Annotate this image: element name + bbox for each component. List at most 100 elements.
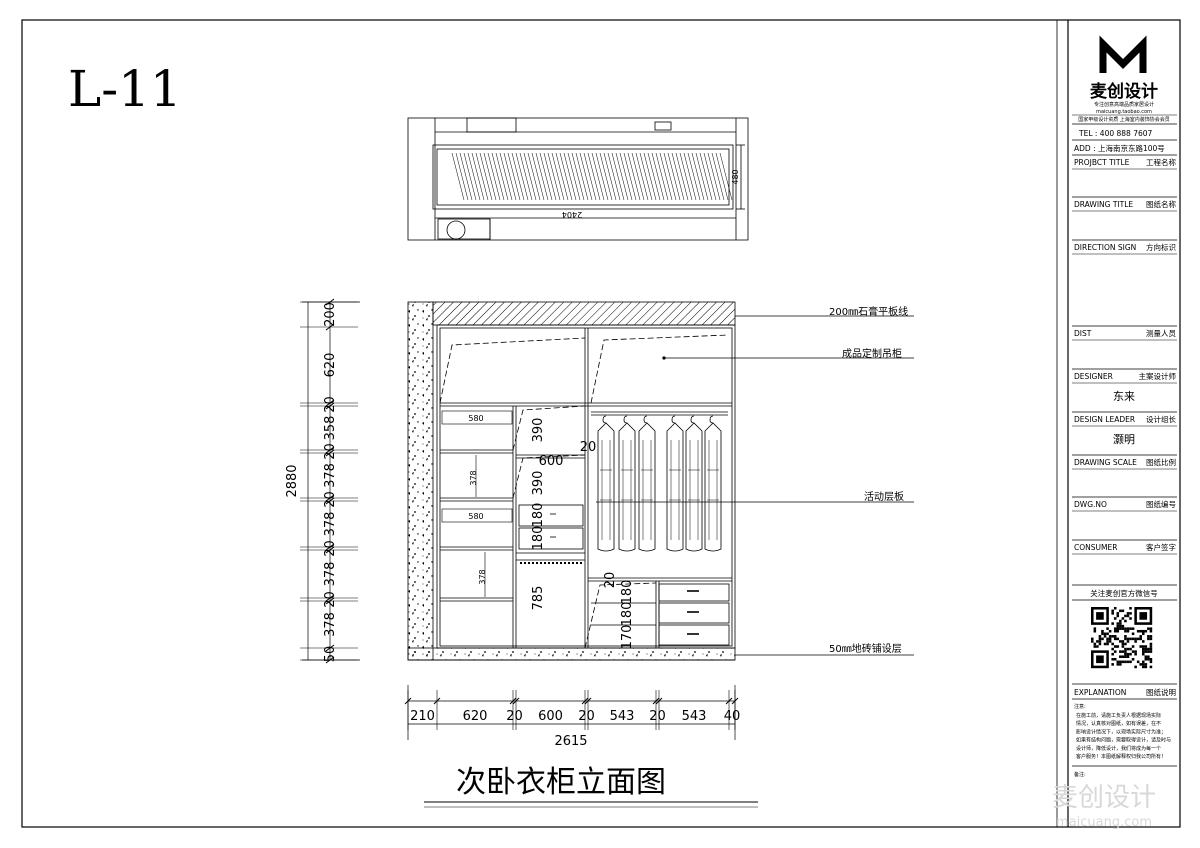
hanging-garment	[618, 415, 636, 552]
dim-378a: 378	[469, 470, 478, 485]
horizontal-total: 2615	[554, 734, 587, 749]
plan-hangers	[451, 152, 733, 201]
dim-390a: 390	[531, 418, 546, 443]
notes-head: 注意:	[1074, 703, 1086, 710]
title-block: 麦创设计 专注创意高端品质家居设计 maicuang.taobao.com 国家…	[1072, 35, 1177, 156]
watermark-cn: 麦创设计	[1052, 783, 1156, 813]
drawing-title: 次卧衣柜立面图	[456, 765, 666, 800]
explanation-cn: 图纸说明	[1146, 687, 1176, 697]
elevation-view	[407, 301, 736, 661]
horizontal-dim-3: 600	[538, 709, 563, 724]
note-line-2: 影响设计情况下，以现场实际尺寸为准；	[1076, 728, 1166, 735]
plan-depth-label: 480	[731, 169, 740, 184]
tb-label-en-0: PROJBCT TITLE	[1074, 158, 1130, 167]
vertical-dim-12: 50	[323, 646, 338, 663]
tb-label-en-6: DRAWING SCALE	[1074, 458, 1137, 467]
tb-label-cn-0: 工程名称	[1146, 157, 1176, 167]
dim-170: 170	[620, 625, 635, 650]
horizontal-dim-5: 543	[610, 709, 635, 724]
vertical-dim-1: 620	[323, 353, 338, 378]
note-line-0: 在施工前，请施工负责人根据现场实际	[1076, 712, 1161, 719]
vertical-dim-10: 20	[323, 591, 338, 608]
note-floor: 50㎜地砖铺设层	[829, 642, 902, 655]
vertical-dim-7: 378	[323, 512, 338, 537]
vertical-dim-2: 20	[323, 396, 338, 413]
horizontal-dim-8: 40	[724, 709, 741, 724]
plan-view	[407, 117, 749, 241]
tb-label-cn-3: 测量人员	[1146, 329, 1176, 338]
dim-180d: 180	[620, 602, 635, 627]
company-address: ADD : 上海南京东路100号	[1074, 143, 1165, 153]
tb-label-en-3: DIST	[1074, 329, 1092, 338]
plan-width-label: 2404	[562, 210, 582, 219]
dim-580a: 580	[468, 414, 483, 423]
dim-390b: 390	[531, 471, 546, 496]
note-line-4: 设计师，降低设计，我们将成为每一个	[1076, 745, 1161, 752]
hanging-garment	[597, 415, 615, 552]
qr-code	[1091, 607, 1153, 669]
tb-label-cn-2: 方向标识	[1146, 242, 1176, 252]
hanging-garment	[666, 415, 684, 552]
vertical-total: 2880	[285, 464, 300, 497]
sheet-code: L-11	[68, 60, 182, 118]
horizontal-dim-4: 20	[578, 709, 595, 724]
vertical-dim-6: 20	[323, 491, 338, 508]
note-gypsum: 200㎜石膏平板线	[829, 305, 908, 318]
gypsum-band	[432, 301, 736, 326]
vertical-dim-0: 200	[323, 302, 338, 327]
company-subline: 国家甲级设计资质 上海室内装饰协会会员	[1078, 116, 1170, 123]
tb-label-en-7: DWG.NO	[1074, 500, 1107, 509]
floor-band	[407, 647, 736, 661]
annotations	[596, 315, 914, 656]
horizontal-dim-7: 543	[682, 709, 707, 724]
tb-label-en-8: CONSUMER	[1074, 543, 1117, 552]
note-shelf: 活动层板	[864, 490, 904, 503]
tb-label-en-5: DESIGN LEADER	[1074, 415, 1135, 424]
horizontal-dim-1: 620	[463, 709, 488, 724]
tb-label-cn-1: 图纸名称	[1146, 199, 1176, 209]
dim-180c: 180	[620, 580, 635, 605]
vertical-dim-3: 358	[323, 416, 338, 441]
tb-label-cn-6: 图纸比例	[1146, 457, 1176, 467]
company-tel: TEL : 400 888 7607	[1078, 129, 1153, 138]
dim-180a: 180	[531, 503, 546, 528]
sheet-border	[21, 19, 1181, 828]
dim-785: 785	[531, 586, 546, 611]
hanging-garment	[704, 415, 722, 552]
vertical-dim-11: 378	[323, 612, 338, 637]
vertical-dim-9: 378	[323, 562, 338, 587]
horizontal-dim-6: 20	[649, 709, 666, 724]
hanging-garment	[638, 415, 656, 552]
dim-20b: 20	[603, 572, 618, 589]
note-line-1: 情况，认真核对图纸，如有误差，在不	[1076, 720, 1161, 727]
wall-section	[407, 301, 434, 661]
note-line-5: 客户服务！本图纸解释权归我公司所有！	[1076, 753, 1166, 760]
note-line-3: 如果有结构问题，需要取得设计，请及时与	[1076, 737, 1171, 744]
hanging-garment	[685, 415, 703, 552]
company-slogan: 专注创意高端品质家居设计	[1094, 101, 1154, 108]
wechat-label: 关注麦创官方微信号	[1090, 588, 1158, 598]
tb-label-cn-7: 图纸编号	[1146, 499, 1176, 509]
notes: 在施工前，请施工负责人根据现场实际情况，认真核对图纸，如有误差，在不影响设计情况…	[1076, 712, 1171, 760]
tb-value-5: 灏明	[1113, 432, 1135, 446]
explanation-en: EXPLANATION	[1074, 688, 1126, 697]
remark-label: 备注:	[1074, 771, 1086, 778]
shelf-perforation	[520, 562, 582, 564]
company-site: maicuang.taobao.com	[1096, 109, 1152, 115]
dim-180b: 180	[531, 526, 546, 551]
horizontal-dim-2: 20	[506, 709, 523, 724]
tb-label-cn-5: 设计组长	[1146, 414, 1176, 424]
tb-label-en-2: DIRECTION SIGN	[1074, 243, 1136, 252]
vertical-dim-4: 20	[323, 443, 338, 460]
tb-label-cn-8: 客户签字	[1146, 542, 1176, 552]
vertical-dim-8: 20	[323, 540, 338, 557]
hanging-clothes	[597, 415, 722, 552]
dim-378b: 378	[478, 569, 487, 584]
note-cabinet: 成品定制吊柜	[842, 347, 902, 360]
dim-580b: 580	[468, 512, 483, 521]
dim-20a: 20	[580, 440, 597, 455]
